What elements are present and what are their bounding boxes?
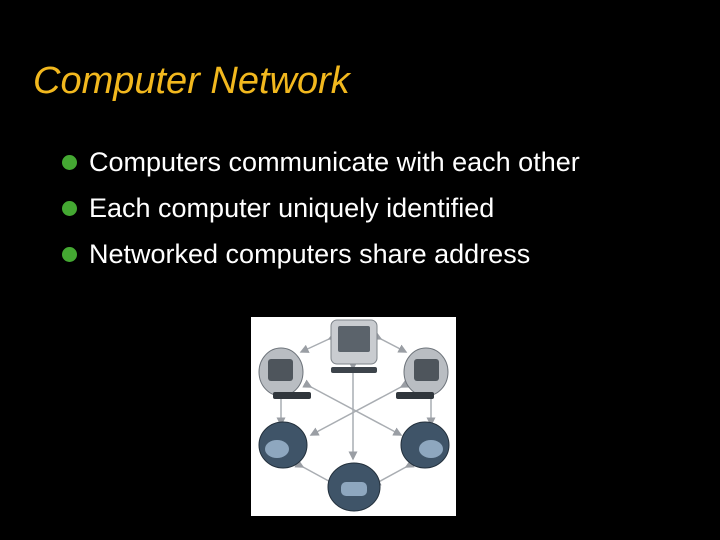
- computer-icon: [396, 347, 449, 399]
- computer-icon: [327, 462, 381, 512]
- bullet-dot-icon: [62, 155, 77, 170]
- network-illustration: [251, 317, 456, 516]
- bullet-dot-icon: [62, 201, 77, 216]
- bullet-item: Computers communicate with each other: [60, 146, 609, 179]
- slide-title: Computer Network: [33, 60, 350, 102]
- computer-icon: [400, 421, 450, 469]
- bullet-list: Computers communicate with each other Ea…: [60, 146, 609, 284]
- computer-icon: [258, 347, 311, 399]
- computer-icon: [258, 421, 308, 469]
- network-diagram: [258, 319, 450, 512]
- bullet-text: Computers communicate with each other: [89, 147, 580, 177]
- bullet-text: Networked computers share address: [89, 239, 531, 269]
- bullet-item: Each computer uniquely identified: [60, 192, 609, 225]
- connection-arrows: [276, 331, 436, 486]
- bullet-item: Networked computers share address: [60, 238, 609, 271]
- computer-icon: [330, 319, 378, 373]
- bullet-dot-icon: [62, 247, 77, 262]
- bullet-text: Each computer uniquely identified: [89, 193, 495, 223]
